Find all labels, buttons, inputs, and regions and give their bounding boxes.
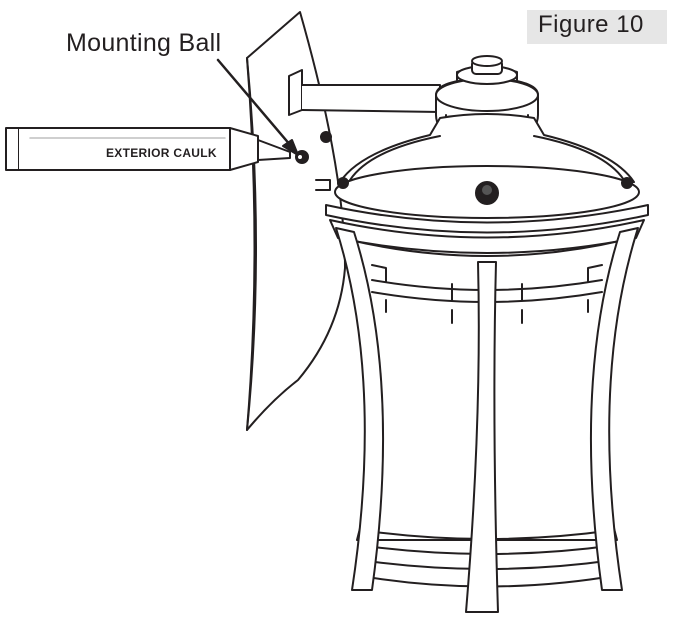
lantern-dome	[334, 113, 640, 219]
caulk-tube-label: EXTERIOR CAULK	[106, 146, 217, 160]
mounting-ball-callout: Mounting Ball	[66, 29, 222, 57]
figure-label: Figure 10	[538, 11, 644, 38]
lantern-rim	[325, 204, 649, 254]
mounting-arm	[288, 69, 441, 191]
figure-label-background	[527, 10, 667, 44]
lantern-legs	[335, 227, 639, 613]
callout-arrow	[216, 58, 299, 156]
wall-screws	[295, 131, 332, 164]
caulk-tube	[5, 127, 291, 171]
wall-plate	[246, 11, 346, 431]
